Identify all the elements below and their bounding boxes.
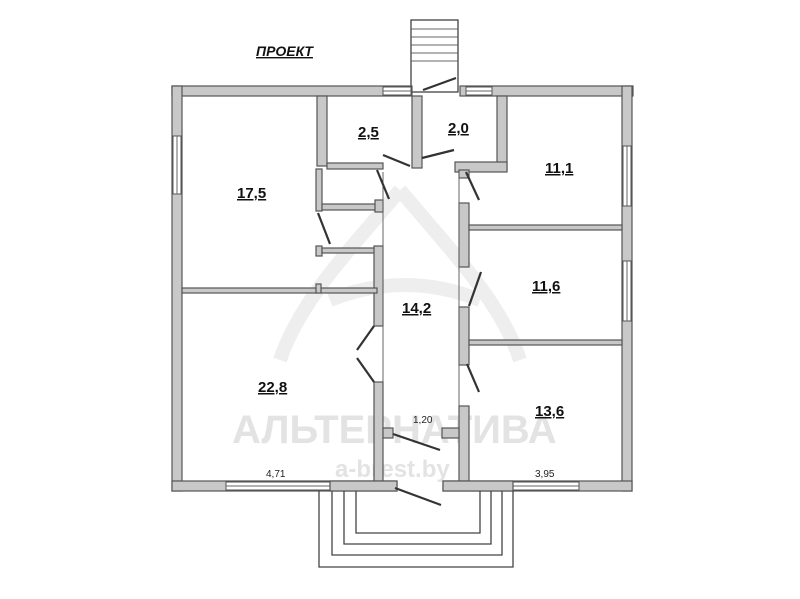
watermark: АЛЬТЕРНАТИВА a-brest.by: [232, 185, 557, 483]
room-labels: 17,5 2,5 2,0 11,1 14,2 11,6 22,8 13,6: [237, 120, 573, 420]
room-area-label: 14,2: [402, 300, 431, 317]
watermark-brand: АЛЬТЕРНАТИВА: [232, 408, 557, 452]
plan-title: ПРОЕКТ: [256, 43, 314, 59]
bottom-porch: [318, 491, 514, 568]
doors: [316, 148, 483, 507]
dimension-labels: 4,71 3,95 1,20: [266, 415, 555, 480]
dimension-label-right: 3,95: [535, 469, 555, 480]
room-area-label: 11,6: [532, 278, 560, 295]
room-area-label: 2,5: [358, 124, 379, 141]
dimension-label-left: 4,71: [266, 469, 286, 480]
dimension-label-hall: 1,20: [413, 415, 433, 426]
room-area-label: 13,6: [535, 403, 564, 420]
room-area-label: 22,8: [258, 379, 287, 396]
watermark-site: a-brest.by: [335, 456, 450, 483]
interior-walls: [181, 95, 623, 492]
room-area-label: 2,0: [448, 120, 469, 137]
windows: [172, 86, 632, 491]
hall-guides: [382, 172, 460, 406]
top-stairs: [410, 19, 459, 93]
room-area-label: 17,5: [237, 185, 266, 202]
room-area-label: 11,1: [545, 160, 573, 177]
